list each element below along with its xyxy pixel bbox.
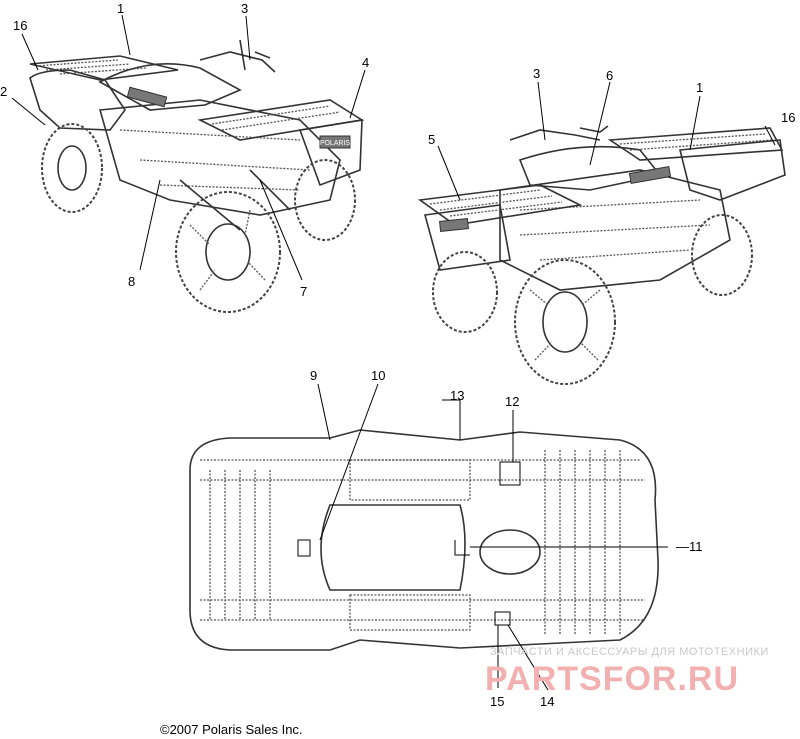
callout-2: 2 bbox=[0, 84, 7, 99]
callout-13: 13 bbox=[450, 388, 464, 403]
callout-8: 8 bbox=[128, 274, 135, 289]
atv-rear-view: POLARIS bbox=[29, 39, 365, 313]
callout-7: 7 bbox=[300, 284, 307, 299]
atv-front-view bbox=[417, 125, 786, 385]
callout-3-right: 3 bbox=[533, 66, 540, 81]
callouts: 16 1 2 3 4 8 7 3 6 1 16 5 9 10 13 12 —11… bbox=[0, 1, 795, 709]
decal-marker-11 bbox=[454, 540, 470, 556]
callout-14: 14 bbox=[540, 694, 554, 709]
copyright-text: ©2007 Polaris Sales Inc. bbox=[160, 722, 303, 737]
callout-11: —11 bbox=[676, 539, 703, 554]
callout-12: 12 bbox=[505, 394, 519, 409]
callout-16-left: 16 bbox=[13, 18, 27, 33]
decal-marker-12 bbox=[499, 461, 521, 486]
watermark: ЗАПЧАСТИ И АКСЕССУАРЫ ДЛЯ МОТОТЕХНИКИ PA… bbox=[485, 646, 769, 698]
callout-4: 4 bbox=[362, 55, 369, 70]
brand-decal-text: POLARIS bbox=[320, 140, 351, 147]
callout-9: 9 bbox=[310, 368, 317, 383]
watermark-caption: ЗАПЧАСТИ И АКСЕССУАРЫ ДЛЯ МОТОТЕХНИКИ bbox=[490, 646, 769, 658]
decal-marker-14 bbox=[494, 611, 511, 626]
callout-1-left: 1 bbox=[117, 1, 124, 16]
callout-5: 5 bbox=[428, 132, 435, 147]
watermark-site: PARTSFOR.RU bbox=[485, 660, 739, 698]
callout-3-left: 3 bbox=[241, 1, 248, 16]
callout-1-right: 1 bbox=[696, 80, 703, 95]
callout-6: 6 bbox=[606, 68, 613, 83]
callout-15: 15 bbox=[490, 694, 504, 709]
leader-lines bbox=[11, 14, 776, 691]
callout-10: 10 bbox=[371, 368, 385, 383]
atv-top-view bbox=[189, 429, 659, 651]
decal-marker-10 bbox=[297, 539, 311, 557]
callout-16-right: 16 bbox=[781, 110, 795, 125]
